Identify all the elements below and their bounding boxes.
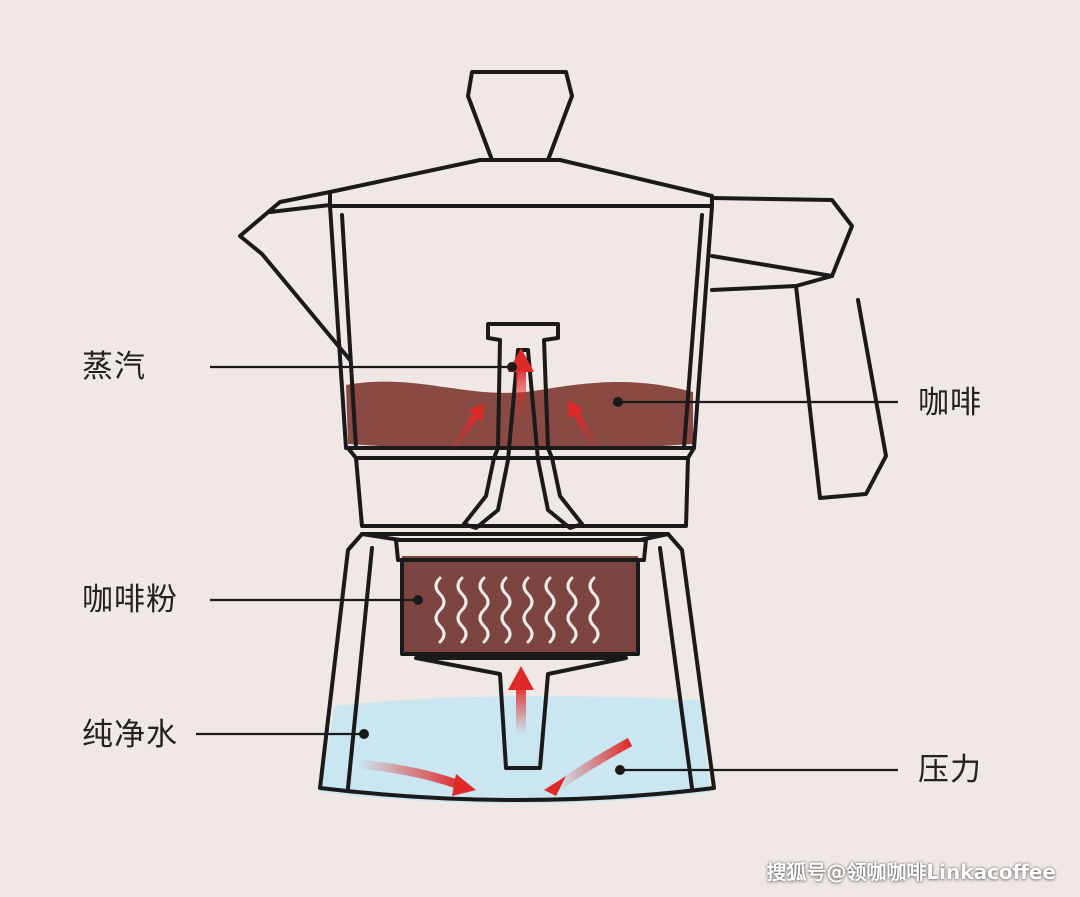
steam-wave-8 — [588, 576, 600, 644]
lid — [328, 158, 714, 208]
arrow-steam-right — [570, 408, 600, 450]
steam-wave-5 — [522, 576, 534, 644]
arrow-tube-upward — [516, 366, 526, 418]
arrow-steam-left — [449, 410, 481, 452]
connector-ring — [354, 456, 690, 528]
spout — [238, 190, 352, 362]
steam-wave-2 — [456, 576, 468, 644]
label-coffee: 咖啡 — [918, 385, 982, 421]
watermark: 搜狐号@领咖咖啡Linkacoffee — [766, 860, 1056, 884]
filter-basket — [394, 538, 648, 562]
arrow-pressure-right — [555, 738, 633, 790]
label-coffee-grounds: 咖啡粉 — [82, 582, 178, 618]
arrow-funnel-upward — [516, 684, 526, 734]
lid-knob — [466, 70, 574, 162]
leader-water-dot — [359, 729, 369, 739]
coffee-tube — [462, 322, 584, 530]
steam-wave-1 — [434, 576, 446, 644]
label-pressure: 压力 — [918, 752, 982, 788]
funnel-stem — [414, 656, 628, 770]
steam-wave-6 — [544, 576, 556, 644]
leader-pressure-dot — [615, 765, 625, 775]
steam-wave-7 — [566, 576, 578, 644]
upper-chamber — [328, 204, 714, 450]
label-pure-water: 纯净水 — [82, 717, 178, 753]
arrow-pressure-left — [357, 759, 464, 791]
leader-steam-dot — [507, 362, 517, 372]
label-steam: 蒸汽 — [82, 349, 146, 385]
handle — [710, 196, 888, 500]
leader-coffee-dot — [613, 397, 623, 407]
steam-wave-4 — [500, 576, 512, 644]
coffee-grounds-fill — [402, 556, 638, 654]
water-fill — [320, 696, 710, 804]
leader-grounds-dot — [413, 595, 423, 605]
lower-chamber — [318, 532, 716, 802]
steam-wave-3 — [478, 576, 490, 644]
